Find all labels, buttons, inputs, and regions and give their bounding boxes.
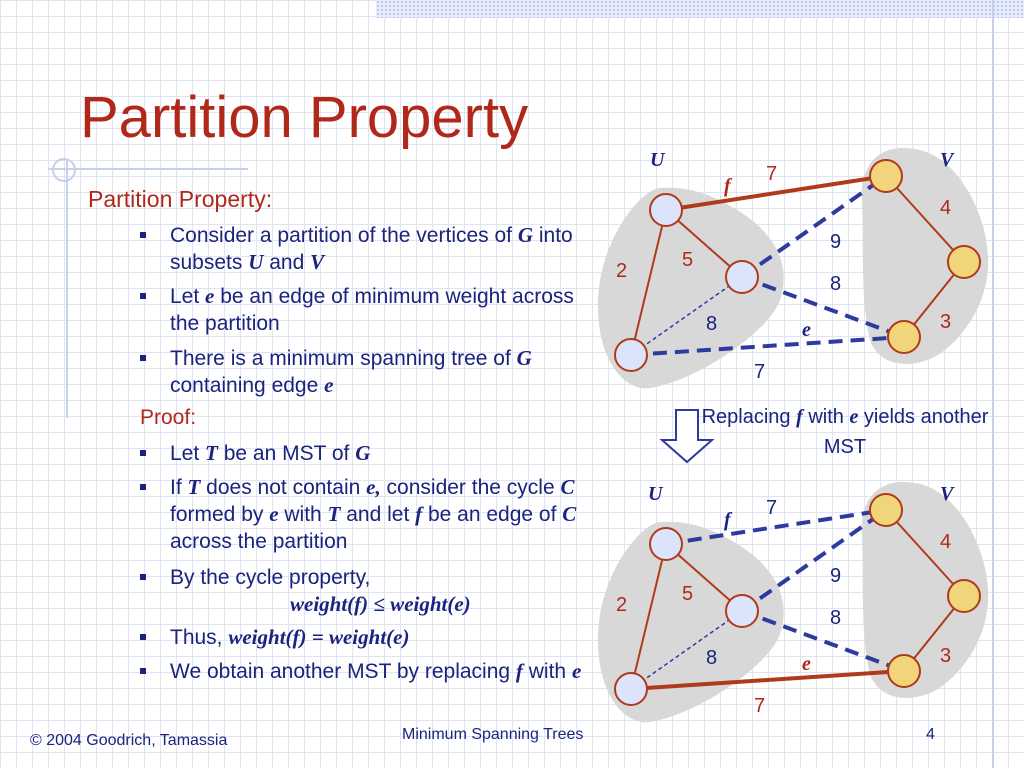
- bullet-obtain: We obtain another MST by replacing f wit…: [140, 658, 590, 685]
- down-arrow-icon: [659, 409, 715, 464]
- svg-text:e: e: [802, 653, 811, 675]
- svg-text:U: U: [648, 483, 664, 505]
- svg-text:U: U: [650, 149, 666, 171]
- decorative-circle: [52, 158, 76, 182]
- svg-text:f: f: [724, 175, 733, 197]
- svg-text:2: 2: [616, 260, 627, 282]
- svg-text:9: 9: [830, 565, 841, 587]
- svg-text:8: 8: [830, 607, 841, 629]
- formula-leq: weight(f) ≤ weight(e): [290, 592, 471, 616]
- left-decorative-line: [66, 160, 68, 418]
- slide-title: Partition Property: [80, 85, 529, 150]
- bullet-mst-exists: There is a minimum spanning tree of G co…: [140, 345, 600, 399]
- svg-text:7: 7: [766, 497, 777, 519]
- blob-v-bottom: [861, 482, 989, 698]
- blob-v-top: [861, 148, 989, 364]
- svg-text:5: 5: [682, 583, 693, 605]
- footer-copyright: © 2004 Goodrich, Tamassia: [30, 732, 228, 749]
- bullet-let-t: Let T be an MST of G: [140, 440, 600, 467]
- blob-u-bottom: [597, 521, 784, 723]
- bullet-if-t: If T does not contain e, consider the cy…: [140, 474, 590, 555]
- svg-text:4: 4: [940, 531, 951, 553]
- svg-text:V: V: [940, 149, 955, 171]
- footer-page-number: 4: [926, 726, 935, 743]
- bullet-min-edge: Let e be an edge of minimum weight acros…: [140, 283, 600, 337]
- svg-text:7: 7: [754, 695, 765, 717]
- proof-heading: Proof:: [140, 406, 197, 429]
- bullet-thus: Thus, weight(f) = weight(e): [140, 624, 600, 651]
- blob-u-top: [597, 187, 784, 389]
- diagram-bottom: U V f 7 4 9 2 5 8 8 e 3 7: [597, 482, 989, 723]
- section-heading: Partition Property:: [88, 186, 273, 212]
- svg-text:8: 8: [706, 313, 717, 335]
- title-decorative-line: [48, 168, 248, 170]
- svg-text:2: 2: [616, 594, 627, 616]
- svg-text:3: 3: [940, 311, 951, 333]
- svg-text:4: 4: [940, 197, 951, 219]
- svg-text:V: V: [940, 483, 955, 505]
- svg-text:5: 5: [682, 249, 693, 271]
- svg-text:e: e: [802, 319, 811, 341]
- svg-text:9: 9: [830, 231, 841, 253]
- svg-text:8: 8: [706, 647, 717, 669]
- bullet-partition: Consider a partition of the vertices of …: [140, 222, 600, 276]
- diagram-top: U V f 7 4 9 2 5 8 8 e 3 7: [597, 148, 989, 389]
- footer-title: Minimum Spanning Trees: [402, 726, 584, 743]
- svg-text:7: 7: [754, 361, 765, 383]
- top-decorative-band: [376, 0, 1024, 18]
- right-decorative-line: [992, 0, 994, 768]
- svg-text:8: 8: [830, 273, 841, 295]
- svg-text:3: 3: [940, 645, 951, 667]
- bullet-cycle-property: By the cycle property,: [140, 564, 600, 591]
- svg-text:f: f: [724, 509, 733, 531]
- svg-text:7: 7: [766, 163, 777, 185]
- replacing-caption: Replacing f with e yields another MST: [701, 406, 989, 458]
